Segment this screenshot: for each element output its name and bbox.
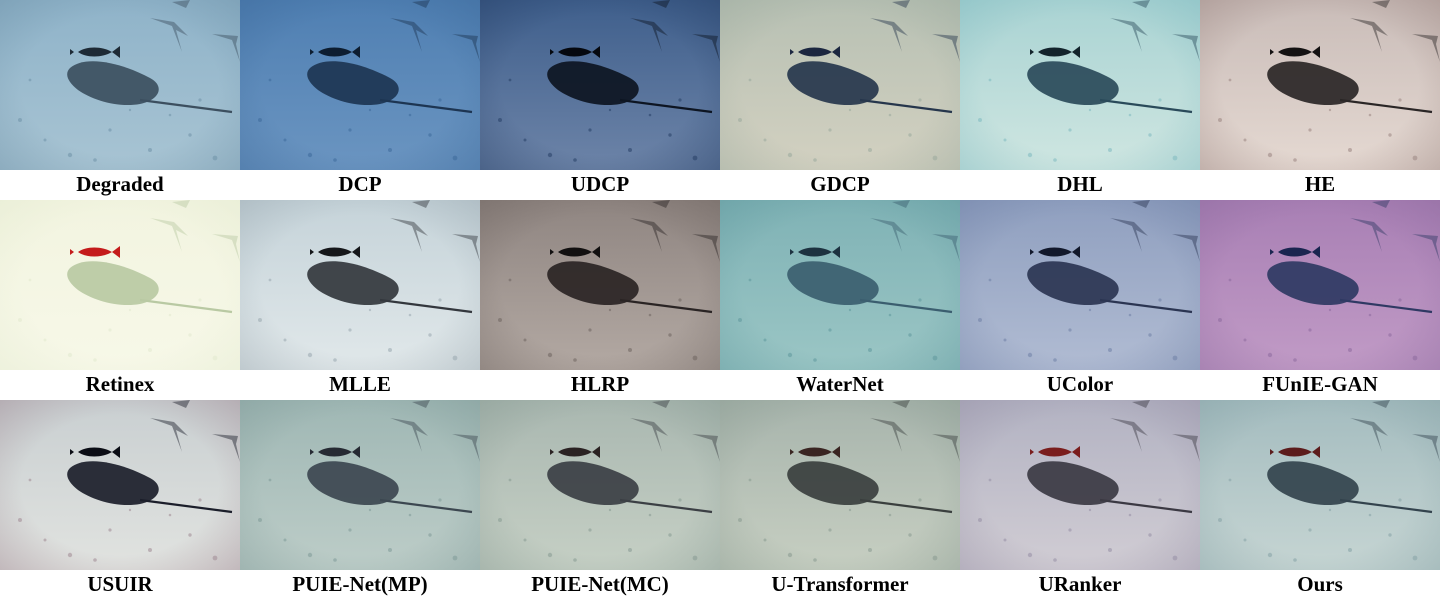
result-panel: DHL [960, 0, 1200, 200]
result-panel: USUIR [0, 400, 240, 600]
underwater-stingray-image [480, 200, 720, 370]
method-label: HE [1304, 172, 1336, 196]
result-panel: UDCP [480, 0, 720, 200]
method-label: DHL [1057, 172, 1103, 196]
underwater-stingray-image [0, 0, 240, 170]
result-panel: FUnIE-GAN [1200, 200, 1440, 400]
method-label: Degraded [76, 172, 164, 196]
method-label: USUIR [87, 572, 153, 596]
result-panel: HE [1200, 0, 1440, 200]
method-label: HLRP [570, 372, 630, 396]
result-panel: Degraded [0, 0, 240, 200]
underwater-stingray-image [720, 400, 960, 570]
underwater-stingray-image [1200, 200, 1440, 370]
underwater-stingray-image [240, 0, 480, 170]
result-panel: GDCP [720, 0, 960, 200]
underwater-stingray-image [0, 200, 240, 370]
underwater-stingray-image [720, 0, 960, 170]
method-label: GDCP [810, 172, 870, 196]
method-label: MLLE [329, 372, 391, 396]
result-panel: PUIE-Net(MP) [240, 400, 480, 600]
method-label: Retinex [85, 372, 155, 396]
method-label: PUIE-Net(MP) [292, 572, 428, 596]
result-panel: UColor [960, 200, 1200, 400]
method-label: FUnIE-GAN [1262, 372, 1378, 396]
result-panel: HLRP [480, 200, 720, 400]
result-panel: MLLE [240, 200, 480, 400]
result-panel: PUIE-Net(MC) [480, 400, 720, 600]
method-label: DCP [338, 172, 382, 196]
method-label: Ours [1297, 572, 1343, 596]
underwater-stingray-image [480, 400, 720, 570]
result-panel: Retinex [0, 200, 240, 400]
underwater-stingray-image [960, 200, 1200, 370]
result-panel: Ours [1200, 400, 1440, 600]
underwater-stingray-image [1200, 0, 1440, 170]
underwater-stingray-image [240, 400, 480, 570]
method-label: UColor [1046, 372, 1114, 396]
underwater-stingray-image [960, 0, 1200, 170]
result-panel: U-Transformer [720, 400, 960, 600]
result-panel: URanker [960, 400, 1200, 600]
method-label: U-Transformer [771, 572, 909, 596]
underwater-stingray-image [1200, 400, 1440, 570]
underwater-stingray-image [720, 200, 960, 370]
underwater-stingray-image [960, 400, 1200, 570]
method-label: PUIE-Net(MC) [531, 572, 669, 596]
result-panel: WaterNet [720, 200, 960, 400]
method-label: URanker [1038, 572, 1122, 596]
underwater-stingray-image [240, 200, 480, 370]
result-panel: DCP [240, 0, 480, 200]
underwater-stingray-image [0, 400, 240, 570]
underwater-stingray-image [480, 0, 720, 170]
method-label: UDCP [570, 172, 630, 196]
method-label: WaterNet [796, 372, 884, 396]
